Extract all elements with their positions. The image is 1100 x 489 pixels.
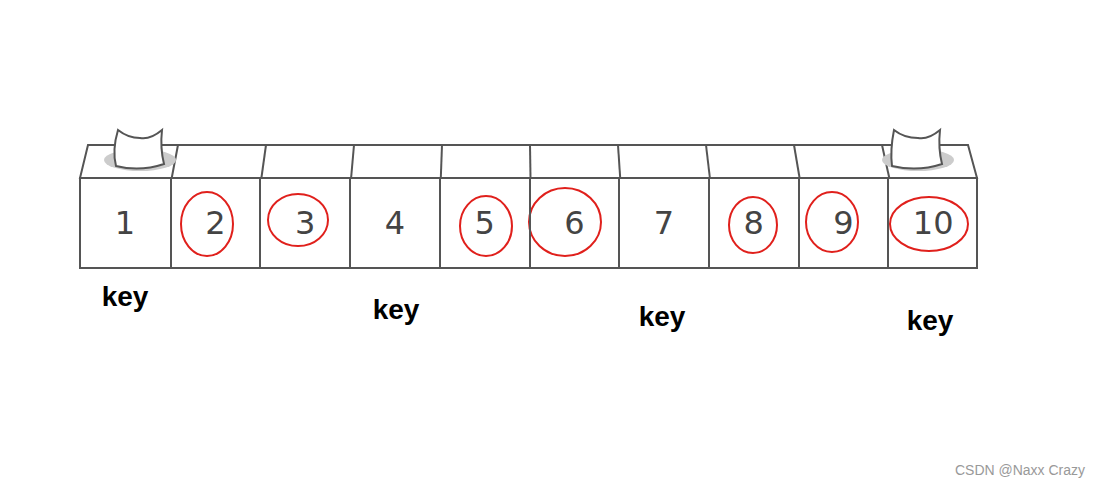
cell-number: 10: [913, 204, 954, 242]
array-cell: 10: [887, 178, 977, 268]
cell-number: 9: [833, 204, 853, 242]
array-cell: 9: [798, 178, 888, 268]
red-circle: [181, 188, 968, 256]
array-cell: 4: [349, 178, 439, 268]
array-cell: 6: [529, 178, 619, 268]
cell-number: 5: [474, 204, 494, 242]
front-face: [80, 178, 977, 268]
array-cell: 3: [259, 178, 349, 268]
top-dividers: [172, 145, 890, 178]
cell-number: 2: [205, 204, 225, 242]
array-cell: 5: [439, 178, 529, 268]
key-label: key: [373, 294, 420, 326]
array-cell: 7: [618, 178, 708, 268]
cell-number: 4: [385, 204, 405, 242]
array-cell: 8: [708, 178, 798, 268]
array-cell: 1: [80, 178, 170, 268]
cell-number: 7: [654, 204, 674, 242]
end-hook: [104, 130, 176, 171]
top-face: [80, 145, 977, 178]
cell-number: 8: [744, 204, 764, 242]
array-cell: 2: [170, 178, 260, 268]
key-label: key: [907, 305, 954, 337]
cell-number: 3: [295, 204, 315, 242]
key-label: key: [639, 301, 686, 333]
watermark: CSDN @Naxx Crazy: [955, 462, 1085, 478]
cell-number: 1: [115, 204, 135, 242]
key-label: key: [102, 281, 149, 313]
cell-number: 6: [564, 204, 584, 242]
end-hook: [882, 130, 954, 171]
